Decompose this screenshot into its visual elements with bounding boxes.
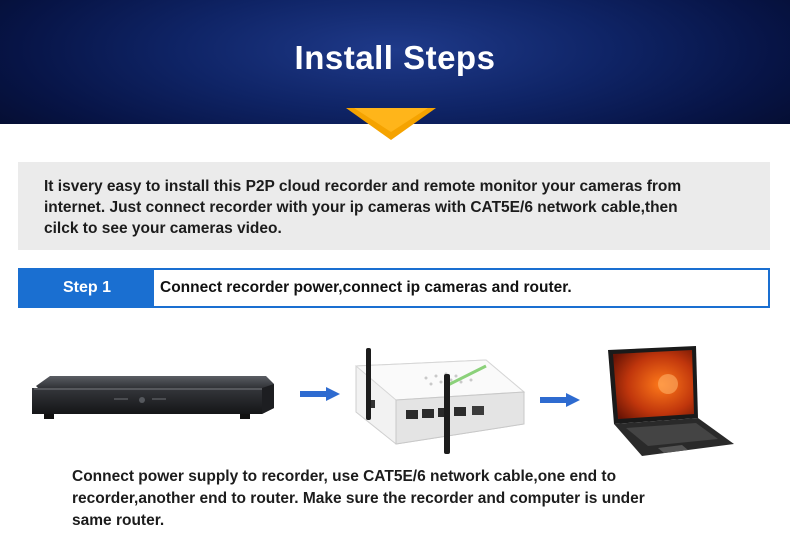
right-arrow-icon bbox=[300, 387, 340, 401]
step-label: Step 1 bbox=[20, 270, 154, 306]
step-description: Connect recorder power,connect ip camera… bbox=[160, 279, 572, 296]
down-arrow-icon bbox=[346, 108, 436, 140]
description-line: recorder,another end to router. Make sur… bbox=[72, 490, 645, 507]
intro-text: It isvery easy to install this P2P cloud… bbox=[44, 176, 764, 239]
description-line: Connect power supply to recorder, use CA… bbox=[72, 468, 617, 485]
intro-line: cilck to see your cameras video. bbox=[44, 220, 282, 237]
intro-panel: It isvery easy to install this P2P cloud… bbox=[18, 162, 770, 250]
right-arrow-icon bbox=[540, 393, 580, 407]
bottom-description: Connect power supply to recorder, use CA… bbox=[72, 466, 752, 532]
laptop-image bbox=[608, 346, 734, 456]
page-title: Install Steps bbox=[294, 39, 496, 76]
step-bar: Step 1 Connect recorder power,connect ip… bbox=[18, 268, 770, 308]
intro-line: internet. Just connect recorder with you… bbox=[44, 199, 678, 216]
nvr-recorder-image bbox=[32, 376, 274, 419]
description-line: same router. bbox=[72, 512, 165, 529]
header-banner: Install Steps bbox=[0, 0, 790, 124]
intro-line: It isvery easy to install this P2P cloud… bbox=[44, 178, 682, 195]
wifi-router-image bbox=[354, 348, 526, 454]
